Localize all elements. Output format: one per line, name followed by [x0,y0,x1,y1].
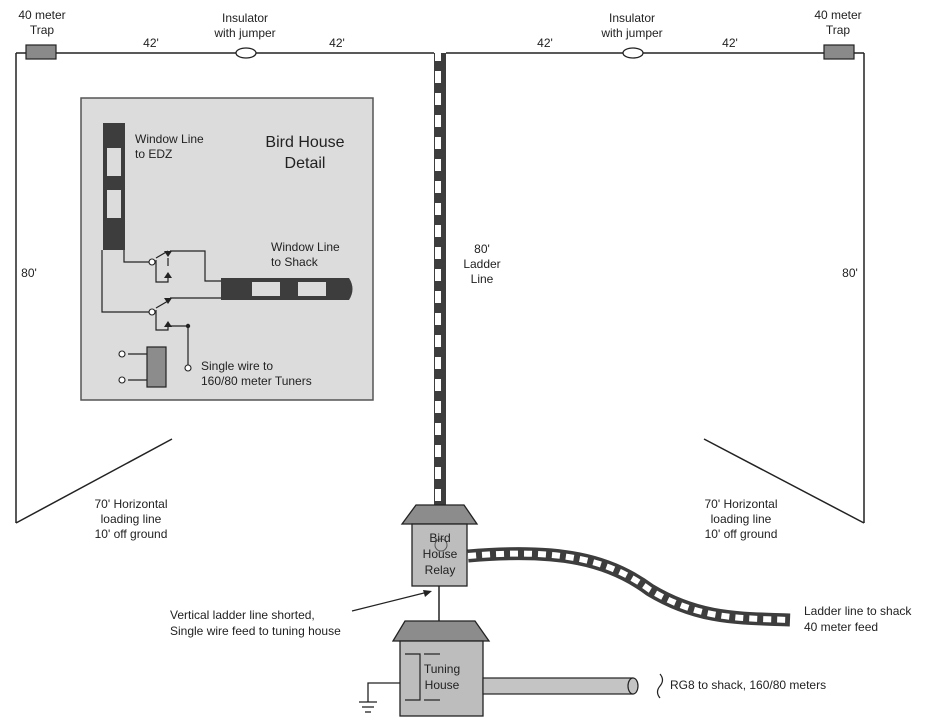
ladder-line-label: Ladder [463,257,500,271]
ladder-line-label: Line [471,272,494,286]
insulator-right [622,47,644,59]
tuning-house-label: Tuning [424,662,460,676]
single-wire-label: Single wire to [201,359,273,373]
ground-symbol [359,682,400,713]
insulator-right-label: Insulator [609,11,655,25]
trap-left-label: 40 meter [18,8,65,22]
length-label: 42' [722,36,738,50]
detail-title: Detail [285,155,326,172]
shorted-note: Vertical ladder line shorted, [170,608,315,622]
horizontal-right-label: 10' off ground [705,527,778,541]
ladder-line-to-shack [467,547,791,627]
bird-house-detail [80,97,374,401]
shack-feed-label: Ladder line to shack [804,604,912,618]
horizontal-right-label: loading line [711,512,772,526]
single-wire-label: 160/80 meter Tuners [201,374,312,388]
length-label: 42' [537,36,553,50]
bird-house-label: Bird [429,531,450,545]
window-shack-label: to Shack [271,255,319,269]
top-wires [15,52,865,524]
length-label: 42' [329,36,345,50]
vertical-length-left: 80' [21,266,37,280]
insulator-left-label: Insulator [222,11,268,25]
bird-house-label: House [423,547,458,561]
vertical-ladder-line [434,53,446,505]
trap-right [823,44,855,60]
window-edz-label: Window Line [135,132,204,146]
horizontal-left-label: 70' Horizontal [95,497,168,511]
trap-left-label: Trap [30,23,55,37]
vertical-length-right: 80' [842,266,858,280]
shack-feed-label: 40 meter feed [804,620,878,634]
detail-title: Bird House [265,134,344,151]
trap-left [25,44,57,60]
tuning-house-label: House [425,678,460,692]
window-edz-label: to EDZ [135,147,172,161]
insulator-left [235,47,257,59]
bird-house-relay [400,504,479,587]
horizontal-right-label: 70' Horizontal [705,497,778,511]
length-label: 42' [143,36,159,50]
bird-house-label: Relay [425,563,456,577]
trap-right-label: 40 meter [814,8,861,22]
tuning-house [391,620,491,717]
rg8-label: RG8 to shack, 160/80 meters [670,678,826,692]
horizontal-left-label: 10' off ground [95,527,168,541]
insulator-left-label: with jumper [213,26,275,40]
ladder-line-label: 80' [474,242,490,256]
shorted-note: Single wire feed to tuning house [170,624,341,638]
shorted-arrow [351,590,432,612]
insulator-right-label: with jumper [600,26,662,40]
trap-right-label: Trap [826,23,851,37]
window-shack-label: Window Line [271,240,340,254]
horizontal-left-label: loading line [101,512,162,526]
rg8-coax [482,673,664,699]
